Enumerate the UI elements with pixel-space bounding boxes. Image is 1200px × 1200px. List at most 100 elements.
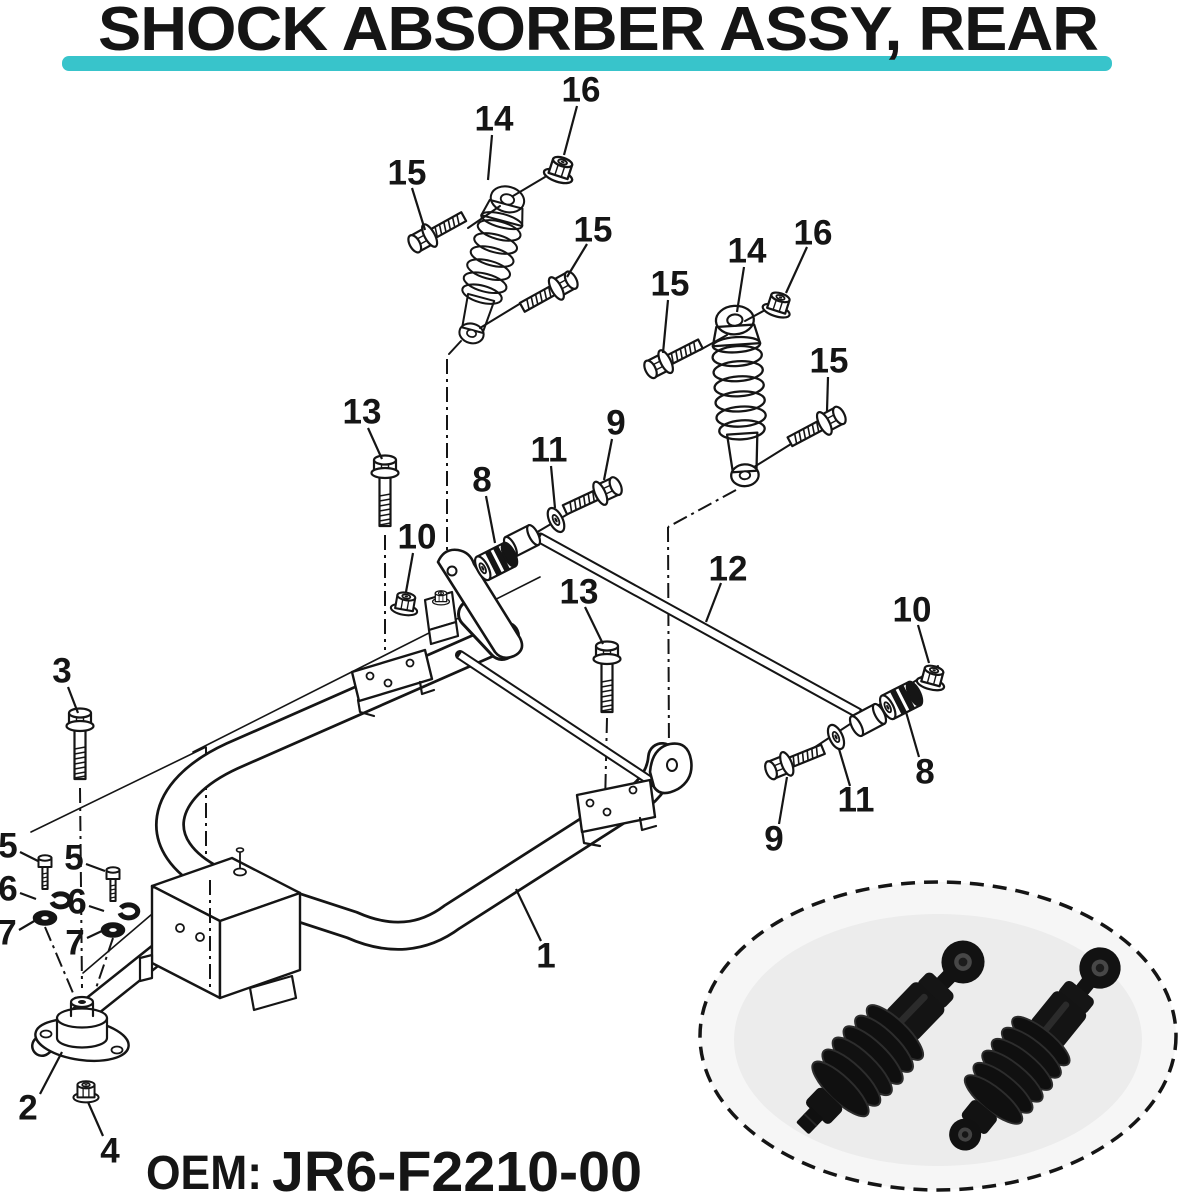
bolt-13: [592, 640, 622, 714]
leader-line-6b: [88, 904, 105, 913]
callout-6b: 6: [67, 883, 86, 922]
callout-12: 12: [709, 550, 748, 589]
callout-15b: 15: [574, 211, 613, 250]
leader-line-10b: [916, 624, 931, 664]
leader-line-14b: [735, 266, 746, 313]
leader-line-5b: [85, 862, 106, 873]
flat-washer-7: [32, 910, 58, 926]
bolt-15: [782, 400, 851, 454]
leader-line-5a: [19, 851, 39, 862]
oem-label: OEM:: [146, 1147, 262, 1200]
callout-4: 4: [100, 1132, 120, 1171]
callout-9a: 9: [606, 404, 625, 443]
callout-15a: 15: [388, 154, 427, 193]
bolt-9: [558, 471, 627, 523]
shock-absorber-left: [446, 180, 533, 350]
product-photo-inset: [698, 880, 1178, 1192]
leader-line-13a: [366, 427, 384, 460]
title-underline: [62, 56, 1112, 71]
nut-16: [760, 288, 797, 322]
nut-4: [72, 1080, 100, 1104]
header: SHOCK ABSORBER ASSY, REAR: [62, 0, 1112, 71]
leader-line-12: [704, 582, 723, 623]
leader-line-2: [39, 1051, 63, 1095]
callout-11b: 11: [838, 781, 875, 820]
frame-mount-plate-2: [575, 778, 658, 848]
rubber-mount-2: [34, 995, 130, 1063]
callout-7b: 7: [65, 924, 84, 963]
lock-washer-6: [117, 902, 141, 921]
shock-absorber-right: [708, 303, 772, 489]
callout-13a: 13: [343, 393, 382, 432]
leader-line-7b: [86, 929, 105, 939]
callout-2: 2: [18, 1089, 37, 1128]
callout-15c: 15: [651, 265, 690, 304]
lock-washer-6: [49, 891, 73, 910]
inset-photo-backdrop: [734, 914, 1142, 1166]
photo-shock-left: [786, 918, 1008, 1143]
oem-part-number: JR6-F2210-00: [272, 1140, 642, 1200]
leader-line-9b: [777, 776, 789, 825]
callout-7a: 7: [0, 914, 17, 953]
leader-line-4: [86, 1101, 105, 1137]
frame-box: [138, 847, 302, 1012]
nut-10: [914, 661, 950, 694]
callout-8a: 8: [472, 461, 491, 500]
leader-line-8b: [904, 711, 921, 758]
oem-footer: OEM: JR6-F2210-00: [146, 1140, 642, 1200]
nut-16: [541, 152, 580, 188]
leader-line-7a: [18, 919, 37, 931]
leader-line-8a: [484, 495, 497, 544]
callout-8b: 8: [915, 753, 934, 792]
frame-assembly: [31, 548, 693, 1057]
leader-line-3: [66, 686, 80, 714]
bolt-15: [639, 331, 708, 384]
damper-mount-hardware: [32, 707, 141, 1104]
callout-9b: 9: [764, 820, 783, 859]
photo-shock-right: [942, 927, 1144, 1151]
frame-hook-bracket: [648, 742, 693, 795]
frame-mount-plate-1: [350, 648, 436, 718]
callout-11a: 11: [531, 431, 568, 470]
callout-13b: 13: [560, 573, 599, 612]
leader-line-6a: [19, 891, 37, 901]
callout-5a: 5: [0, 827, 18, 866]
bolt-15: [403, 204, 471, 259]
screw-5: [37, 854, 53, 890]
bolt-15: [515, 265, 583, 320]
callout-3: 3: [52, 652, 71, 691]
callout-14a: 14: [475, 100, 514, 139]
page-title: SHOCK ABSORBER ASSY, REAR: [98, 0, 1098, 64]
callout-1: 1: [536, 937, 555, 976]
bolt-3: [65, 707, 95, 781]
callout-6a: 6: [0, 870, 18, 909]
leader-line-15a: [410, 187, 427, 231]
leader-line-14a: [486, 134, 494, 181]
flat-washer-7: [100, 922, 126, 938]
leader-line-15c: [661, 299, 670, 354]
stabilizer-rod: [534, 532, 864, 719]
leader-line-13b: [584, 606, 604, 645]
callout-5b: 5: [64, 839, 83, 878]
callout-16b: 16: [794, 214, 833, 253]
suspension-arm: [423, 548, 524, 661]
leader-line-15d: [825, 376, 830, 412]
callout-10a: 10: [398, 518, 437, 557]
leader-line-16a: [562, 105, 579, 156]
callout-16a: 16: [562, 71, 601, 110]
nut-10: [388, 589, 422, 619]
screw-5: [105, 866, 121, 902]
callout-15d: 15: [810, 342, 849, 381]
leader-line-15b: [566, 243, 588, 278]
leader-line-11b: [837, 748, 852, 787]
leader-line-16b: [784, 246, 809, 294]
bolt-13: [370, 454, 400, 528]
callout-14b: 14: [728, 232, 767, 271]
leader-line-10a: [404, 552, 415, 593]
leader-line-9a: [602, 438, 614, 481]
leader-line-11a: [549, 465, 557, 509]
callout-10b: 10: [893, 591, 932, 630]
